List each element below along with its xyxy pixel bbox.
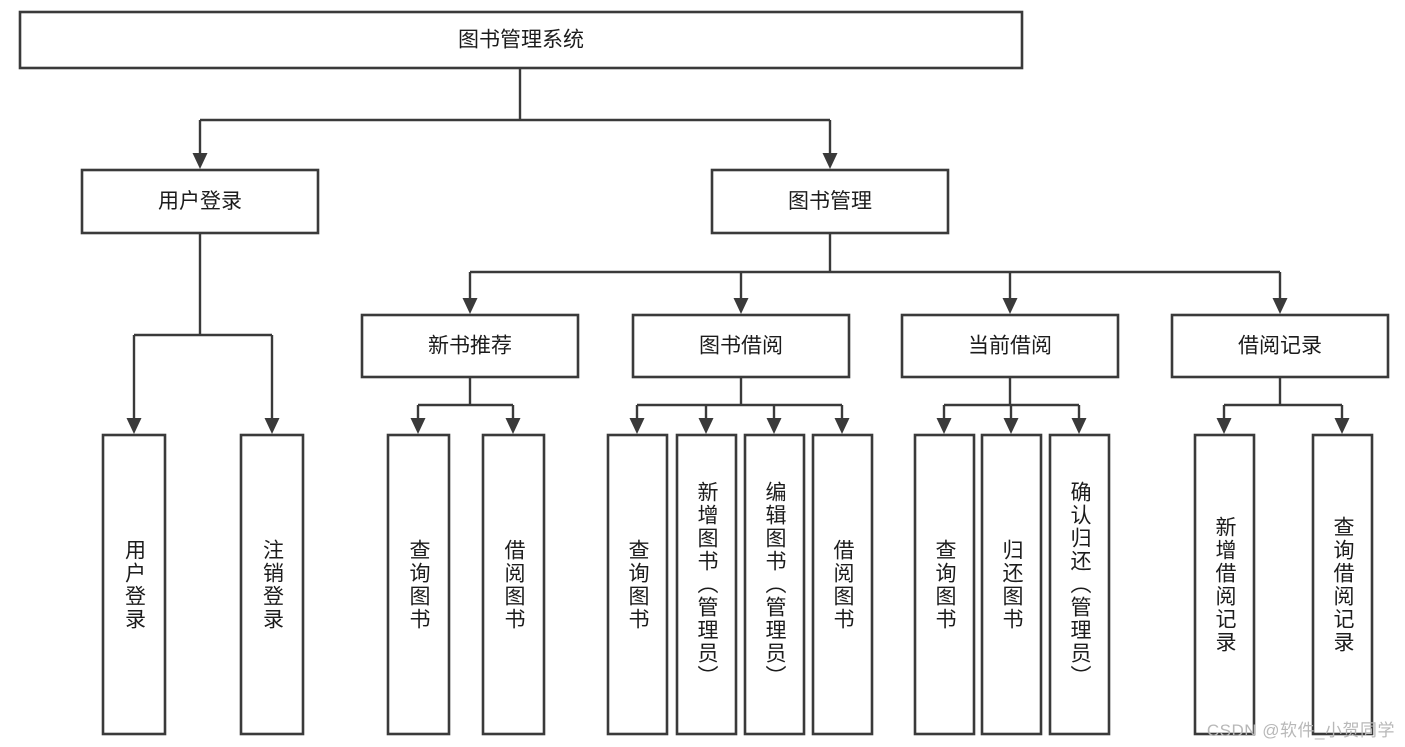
node-label-book-borrow: 图书借阅 (699, 335, 783, 358)
node-label-borrow-record: 借阅记录 (1238, 335, 1322, 358)
node-box-leaf-query-book-recommend[interactable] (386, 433, 451, 736)
node-box-leaf-borrow-book[interactable] (811, 433, 874, 736)
arrow-head-icon (822, 153, 838, 169)
node-box-leaf-add-book-admin[interactable] (675, 433, 738, 736)
node-box-leaf-add-borrow-record[interactable] (1193, 433, 1256, 736)
arrow-head-icon (698, 418, 714, 434)
node-box-leaf-query-borrow-record[interactable] (1311, 433, 1374, 736)
node-label-current-borrow: 当前借阅 (968, 335, 1052, 358)
node-box-user-login[interactable] (80, 168, 320, 235)
arrow-head-icon (1071, 418, 1087, 434)
node-box-leaf-return-book[interactable] (980, 433, 1043, 736)
arrow-head-icon (410, 418, 426, 434)
arrow-head-icon (834, 418, 850, 434)
node-box-leaf-query-book-borrow[interactable] (606, 433, 669, 736)
node-box-current-borrow[interactable] (900, 313, 1120, 379)
arrow-head-icon (192, 153, 208, 169)
node-box-root[interactable] (18, 10, 1024, 70)
arrow-head-icon (1272, 298, 1288, 314)
arrow-head-icon (936, 418, 952, 434)
arrow-head-icon (1002, 298, 1018, 314)
arrow-head-icon (1334, 418, 1350, 434)
arrow-head-icon (126, 418, 142, 434)
node-box-new-book-recommend[interactable] (360, 313, 580, 379)
node-box-book-management[interactable] (710, 168, 950, 235)
arrow-head-icon (505, 418, 521, 434)
node-box-leaf-edit-book-admin[interactable] (743, 433, 806, 736)
node-box-leaf-borrow-book-recommend[interactable] (481, 433, 546, 736)
arrow-head-icon (1216, 418, 1232, 434)
node-label-root: 图书管理系统 (458, 29, 584, 52)
csdn-watermark: CSDN @软件_小贺同学 (1206, 721, 1395, 740)
node-box-leaf-query-book-current[interactable] (913, 433, 976, 736)
arrow-head-icon (264, 418, 280, 434)
arrow-head-icon (766, 418, 782, 434)
node-box-leaf-user-login[interactable] (101, 433, 167, 736)
node-box-leaf-confirm-return-admin[interactable] (1048, 433, 1111, 736)
node-box-borrow-record[interactable] (1170, 313, 1390, 379)
arrow-head-icon (1003, 418, 1019, 434)
boxes-layer (18, 10, 1390, 736)
arrow-head-icon (733, 298, 749, 314)
node-label-new-book-recommend: 新书推荐 (428, 335, 512, 358)
edges-layer (126, 68, 1350, 434)
node-box-leaf-logout-login[interactable] (239, 433, 305, 736)
node-label-user-login: 用户登录 (158, 190, 242, 213)
arrow-head-icon (629, 418, 645, 434)
node-label-book-management: 图书管理 (788, 190, 872, 213)
arrow-head-icon (462, 298, 478, 314)
node-box-book-borrow[interactable] (631, 313, 851, 379)
